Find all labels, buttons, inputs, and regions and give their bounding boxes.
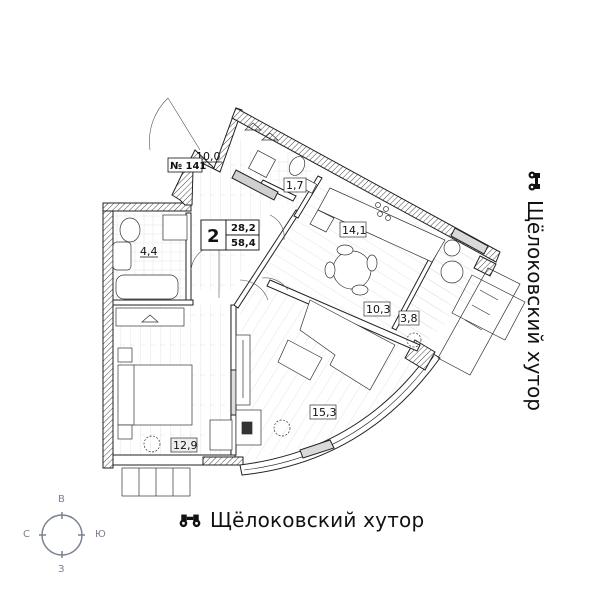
binoculars-icon [179,514,201,528]
outer-walls [102,107,501,476]
area-label-bathroom: 4,4 [140,245,158,258]
brand-name-vertical: Щёлоковский хутор [523,200,547,411]
svg-text:12,9: 12,9 [173,439,198,452]
apartment-number-badge: № 141 [167,157,206,173]
area-label-bedroom: 12,9 [170,437,198,453]
svg-text:15,3: 15,3 [312,406,337,419]
area-label-living-room: 15,3 [309,404,337,420]
compass: В С Ю З [20,490,120,590]
rooms-count: 2 [207,226,220,247]
area-label-kitchen: 14,1 [339,221,367,238]
brand-vertical: Щёлоковский хутор [523,170,567,440]
area-label-loggia: 3,8 [398,310,420,326]
svg-text:1,7: 1,7 [286,179,304,192]
doors [149,97,289,301]
area-label-wc: 1,7 [283,177,307,193]
brand-name: Щёлоковский хутор [210,508,425,532]
svg-text:3,8: 3,8 [400,312,418,325]
compass-label-bottom: З [58,564,65,575]
furniture [112,122,464,453]
compass-label-top: В [58,494,65,505]
apartment-summary: 2 28,2 58,4 [200,219,260,251]
compass-label-left: С [23,529,30,540]
compass-ring-icon [39,512,85,558]
room-labels: 10,0 1,7 4,4 14,1 10,3 3,8 15,3 [140,150,420,453]
brand-horizontal: Щёлоковский хутор [178,508,424,532]
svg-text:№ 141: № 141 [170,161,206,172]
svg-text:14,1: 14,1 [342,224,367,237]
area-label-dining: 10,3 [363,301,391,317]
living-area: 28,2 [231,223,256,234]
svg-text:4,4: 4,4 [140,245,158,258]
compass-label-right: Ю [95,529,106,540]
balconies [121,267,526,497]
total-area: 58,4 [231,238,256,249]
svg-text:10,3: 10,3 [366,303,391,316]
binoculars-icon [528,171,540,191]
